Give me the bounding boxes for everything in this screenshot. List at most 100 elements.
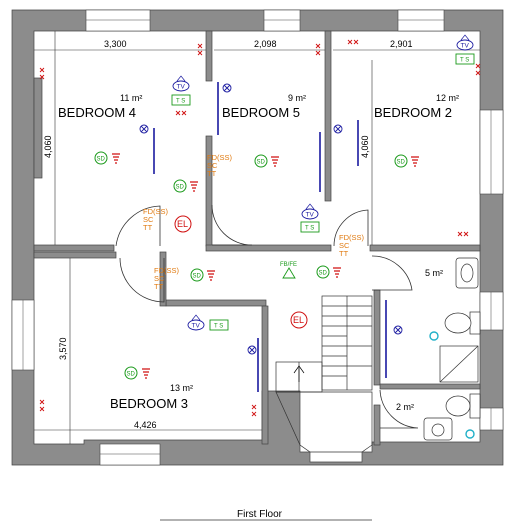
emergency-light-icon	[290, 311, 308, 329]
fire-door-notes: FD(SS) SC TT FD(SS) SC TT FD(SS) SC TT F…	[143, 153, 365, 291]
fd-b5-line1: FD(SS)	[207, 153, 233, 162]
room-name-bedroom2: BEDROOM 2	[374, 105, 452, 120]
ts-icon	[300, 221, 320, 233]
sounder-icon	[142, 368, 150, 379]
wall-b5-b2	[324, 30, 332, 202]
wall-b3-right	[261, 305, 269, 445]
smoke-detector-icon	[124, 366, 138, 380]
sd-label: SD	[127, 372, 136, 378]
walls	[11, 9, 504, 466]
red-markers	[39, 39, 481, 417]
basin-bath-bowl	[460, 263, 474, 283]
room-name-bedroom5: BEDROOM 5	[222, 105, 300, 120]
wall-b2-bottom	[369, 244, 481, 252]
light-icon	[222, 83, 232, 93]
tv-label: TV	[306, 212, 315, 219]
wall-b4-bottom	[33, 244, 115, 252]
el-label: EL	[177, 219, 188, 229]
door-b3	[119, 257, 165, 303]
stair-bay	[275, 391, 373, 453]
dim-b4-width: 3,300	[104, 39, 127, 49]
ts-label: T S	[305, 226, 314, 232]
sounder-icon	[271, 156, 279, 167]
door-b2	[333, 209, 369, 247]
wall-landing	[159, 251, 167, 307]
ts-icon	[455, 53, 475, 65]
smoke-detector-icon	[94, 151, 108, 165]
tv-points: TV T S TV T S TV T S TV T S	[171, 34, 475, 331]
smoke-detector-icon	[254, 154, 268, 168]
window-b2-side	[479, 109, 504, 195]
sounder-icon	[112, 153, 120, 164]
ts-label: T S	[214, 324, 223, 330]
smoke-detector-icon	[316, 265, 330, 279]
room-name-bedroom4: BEDROOM 4	[58, 105, 136, 120]
fd-b3-line1: FD(SS)	[154, 266, 180, 275]
toilet-bowl	[444, 312, 472, 334]
tv-icon	[187, 319, 205, 331]
fan-icon	[465, 429, 475, 439]
smoke-detector-b4: SD	[94, 151, 120, 165]
fd-b4-line2: SC	[143, 215, 154, 224]
room-area-bedroom4: 11 m²	[120, 93, 142, 103]
fd-b2-line3: TT	[339, 249, 349, 258]
fire-extinguisher-icon	[282, 267, 296, 279]
light-icon	[247, 345, 257, 355]
room-area-bedroom2: 12 m²	[436, 93, 459, 103]
smoke-detector-icon	[190, 268, 204, 282]
tv-b2: TV T S	[455, 34, 475, 65]
floor-label: First Floor	[237, 509, 282, 520]
sounder-icon	[333, 267, 341, 278]
wall-ensuite-left	[373, 404, 381, 446]
dim-b4-height: 4,060	[43, 135, 53, 158]
window-b4	[85, 9, 151, 32]
light-icon	[333, 124, 343, 134]
sd-label: SD	[257, 160, 266, 166]
socket-marker-icon	[315, 43, 321, 56]
dimension-lines	[34, 31, 480, 444]
window-bath	[479, 291, 504, 331]
tv-label: TV	[461, 43, 470, 50]
emergency-lights: EL EL	[174, 215, 308, 329]
fd-b4-line3: TT	[143, 223, 153, 232]
wall-b5-bottom	[205, 244, 332, 252]
fire-equipment-label: FB/FE	[280, 262, 297, 268]
tv-b5: TV T S	[300, 203, 320, 233]
smoke-detector-b3: SD	[124, 366, 150, 380]
smoke-detector-b5: SD	[254, 154, 279, 168]
room-area-bathroom: 5 m²	[425, 268, 443, 278]
light-icon	[393, 325, 403, 335]
staircase	[275, 295, 373, 453]
fire-equipment: FB/FE	[280, 262, 297, 279]
wall-bath-bottom	[379, 383, 481, 390]
smoke-detector-hall2: SD	[316, 265, 341, 279]
sd-label: SD	[193, 274, 202, 280]
extractor-fans	[429, 331, 475, 439]
room-name-bedroom3: BEDROOM 3	[110, 396, 188, 411]
smoke-detectors: SD SD SD SD SD SD SD	[94, 151, 419, 380]
sounder-icon	[190, 181, 198, 192]
fan-icon	[429, 331, 439, 341]
fd-b3-line2: SC	[154, 274, 165, 283]
ts-icon	[209, 319, 229, 331]
socket-lines	[153, 82, 387, 392]
ts-label: T S	[176, 99, 185, 105]
socket-marker-icon	[251, 404, 257, 417]
sounder-icon	[207, 270, 215, 281]
ts-icon	[171, 94, 191, 106]
sd-label: SD	[397, 160, 406, 166]
window-b5	[263, 9, 301, 32]
smoke-detector-hall1: SD	[190, 268, 215, 282]
windows	[11, 9, 504, 466]
window-lines	[22, 19, 492, 455]
tv-icon	[456, 39, 474, 51]
fd-b2-line2: SC	[339, 241, 350, 250]
tv-label: TV	[177, 84, 186, 91]
smoke-detector-b2: SD	[394, 154, 419, 168]
tv-icon	[301, 208, 319, 220]
smoke-detector-icon	[173, 179, 187, 193]
socket-marker-icon	[347, 39, 359, 45]
wall-b3-top	[33, 251, 117, 259]
